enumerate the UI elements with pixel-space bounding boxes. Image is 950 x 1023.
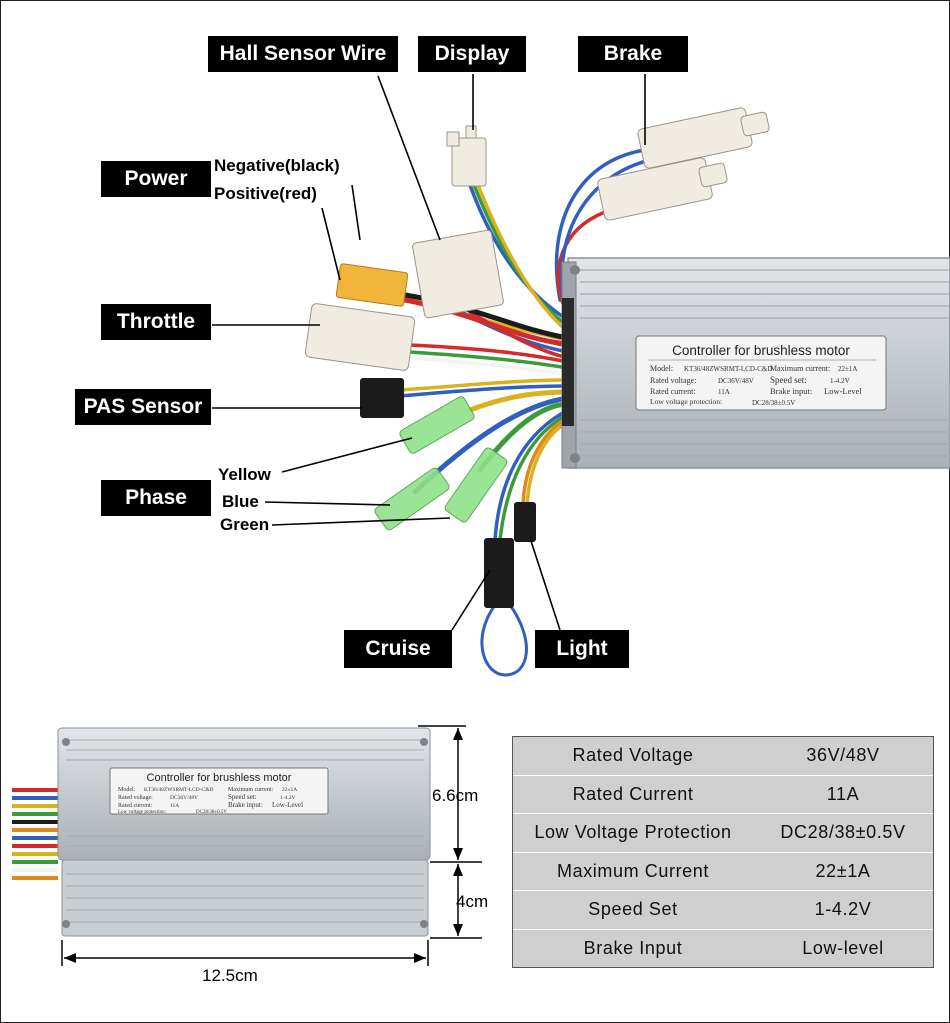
label-phase-green: Green	[220, 515, 270, 534]
throttle-connector	[304, 303, 416, 371]
spec-name: Rated Current	[572, 783, 694, 804]
svg-text:Speed set:: Speed set:	[770, 375, 807, 385]
label-positive-red: Positive(red)	[214, 184, 317, 203]
svg-text:Rated current:: Rated current:	[650, 387, 696, 396]
svg-text:Model:: Model:	[650, 364, 673, 373]
label-display: Display	[418, 36, 526, 72]
brake-connector-lower	[597, 157, 728, 221]
spec-row: Low Voltage Protection DC28/38±0.5V	[513, 814, 933, 853]
spec-row: Speed Set 1-4.2V	[513, 891, 933, 930]
label-negative-black: Negative(black)	[214, 156, 340, 175]
pas-sensor-connector	[360, 378, 404, 418]
spec-row: Rated Voltage 36V/48V	[513, 737, 933, 776]
label-pas-sensor: PAS Sensor	[75, 389, 211, 425]
leader-lines	[212, 74, 646, 631]
display-connector	[446, 125, 487, 187]
svg-text:DC36V/48V: DC36V/48V	[718, 377, 754, 385]
hall-sensor-connector	[412, 229, 504, 319]
cruise-connector	[484, 538, 514, 608]
svg-text:22±1A: 22±1A	[838, 365, 857, 373]
dimension-height-bottom: 4cm	[456, 892, 489, 911]
svg-text:Brake input:: Brake input:	[770, 386, 812, 396]
spec-value: 36V/48V	[806, 745, 880, 766]
spec-value: 22±1A	[815, 860, 871, 881]
label-hall-sensor-wire: Hall Sensor Wire	[208, 36, 398, 72]
label-phase-yellow: Yellow	[218, 465, 271, 484]
light-connector	[514, 502, 536, 542]
spec-name: Brake Input	[583, 938, 683, 959]
brake-connector-upper	[637, 107, 770, 169]
spec-value: 11A	[826, 783, 860, 804]
spec-name: Maximum Current	[556, 860, 710, 881]
spec-name: Speed Set	[588, 899, 678, 920]
label-cruise: Cruise	[344, 630, 452, 668]
label-throttle: Throttle	[101, 304, 211, 340]
controller-wiring-diagram: Controller for brushless motor Model: KT…	[212, 74, 950, 677]
sticker-title: Controller for brushless motor	[672, 343, 850, 358]
phase-blue-terminal	[374, 467, 450, 531]
svg-text:1-4.2V: 1-4.2V	[830, 377, 850, 385]
svg-text:Low voltage protection:: Low voltage protection:	[650, 397, 722, 406]
spec-row: Rated Current 11A	[513, 776, 933, 814]
svg-text:Maximum current:: Maximum current:	[770, 364, 830, 373]
spec-row: Maximum Current 22±1A	[513, 853, 933, 891]
dimension-height-top: 6.6cm	[432, 786, 479, 805]
dimension-length: 12.5cm	[202, 966, 258, 985]
label-light: Light	[535, 630, 629, 668]
spec-name: Rated Voltage	[572, 745, 694, 766]
svg-text:KT36/48ZWSRMT-LCD-C&D: KT36/48ZWSRMT-LCD-C&D	[684, 365, 772, 373]
controller-sticker: Controller for brushless motor Model: KT…	[635, 335, 887, 411]
svg-text:Rated voltage:: Rated voltage:	[650, 376, 696, 385]
power-connector	[335, 263, 409, 307]
spec-value: Low-level	[802, 938, 884, 959]
spec-name: Low Voltage Protection	[534, 822, 732, 843]
phase-yellow-terminal	[399, 396, 475, 454]
svg-text:DC28/38±0.5V: DC28/38±0.5V	[752, 399, 795, 407]
phase-green-terminal	[444, 447, 508, 523]
spec-value: DC28/38±0.5V	[780, 822, 906, 843]
label-phase: Phase	[101, 480, 211, 516]
svg-text:11A: 11A	[718, 388, 730, 396]
label-power: Power	[101, 161, 211, 197]
spec-table: Rated Voltage 36V/48V Rated Current 11A …	[512, 736, 934, 968]
label-brake: Brake	[578, 36, 688, 72]
label-phase-blue: Blue	[222, 492, 259, 511]
spec-value: 1-4.2V	[814, 899, 872, 920]
spec-row: Brake Input Low-level	[513, 930, 933, 969]
svg-text:Low-Level: Low-Level	[824, 386, 862, 396]
